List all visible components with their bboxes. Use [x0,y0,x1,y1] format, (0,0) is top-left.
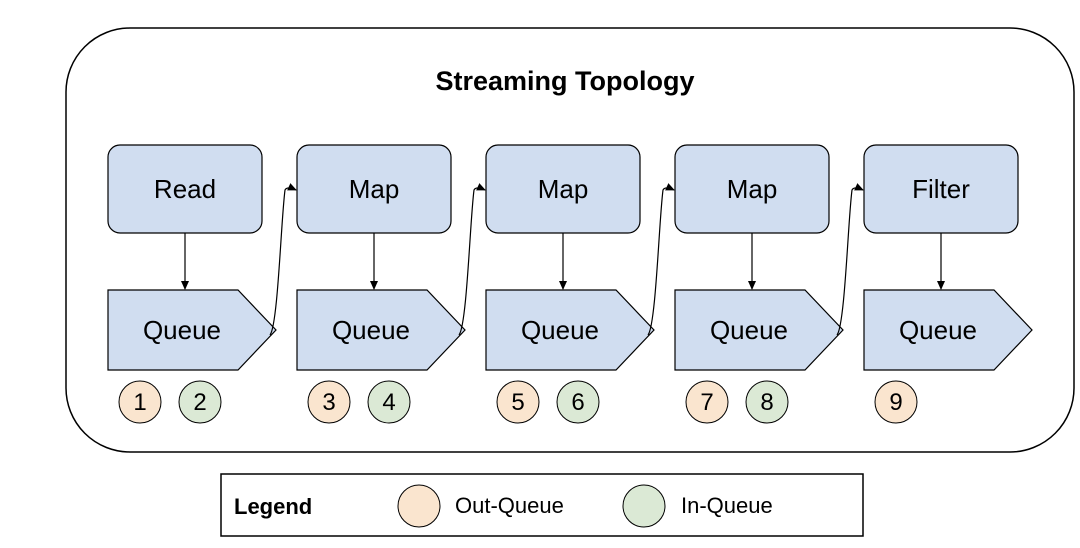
legend-label-in-queue: In-Queue [681,493,773,518]
legend-swatch-out-queue [397,484,441,528]
badge-out-queue [118,380,162,424]
queue-label: Queue [521,315,599,345]
operator-label: Map [349,174,400,204]
badge-number: 7 [700,389,713,416]
queue-shape [863,289,1033,371]
badge-in-queue [556,380,600,424]
connectors-layer [269,183,864,336]
queue-to-operator-connector [458,183,486,336]
queue-shape [674,289,844,371]
badge-number: 2 [193,389,206,416]
operator-label: Map [538,174,589,204]
queue-label: Queue [899,315,977,345]
queue-label: Queue [143,315,221,345]
queue-to-operator-connector [836,183,864,336]
badge-in-queue [745,380,789,424]
legend-title: Legend [234,494,312,519]
badge-out-queue [685,380,729,424]
badge-in-queue [367,380,411,424]
badge-number: 5 [511,389,524,416]
operator-label: Filter [912,174,970,204]
badge-number: 8 [760,389,773,416]
queue-shape [107,289,277,371]
legend-label-out-queue: Out-Queue [455,493,564,518]
queue-shape [296,289,466,371]
operator-label: Read [154,174,216,204]
badge-out-queue [874,380,918,424]
operator-label: Map [727,174,778,204]
queue-shape [485,289,655,371]
queue-label: Queue [332,315,410,345]
legend-swatch-in-queue [622,484,666,528]
legend-box [220,473,864,537]
badge-number: 1 [133,389,146,416]
badge-number: 9 [889,389,902,416]
queue-to-operator-connector [647,183,675,336]
queue-to-operator-connector [269,183,297,336]
badge-out-queue [496,380,540,424]
badge-number: 3 [322,389,335,416]
badge-in-queue [178,380,222,424]
badge-out-queue [307,380,351,424]
badge-number: 4 [382,389,395,416]
badge-number: 6 [571,389,584,416]
diagram-title: Streaming Topology [435,66,694,96]
queue-label: Queue [710,315,788,345]
legend: Legend Out-Queue In-Queue [220,473,864,537]
